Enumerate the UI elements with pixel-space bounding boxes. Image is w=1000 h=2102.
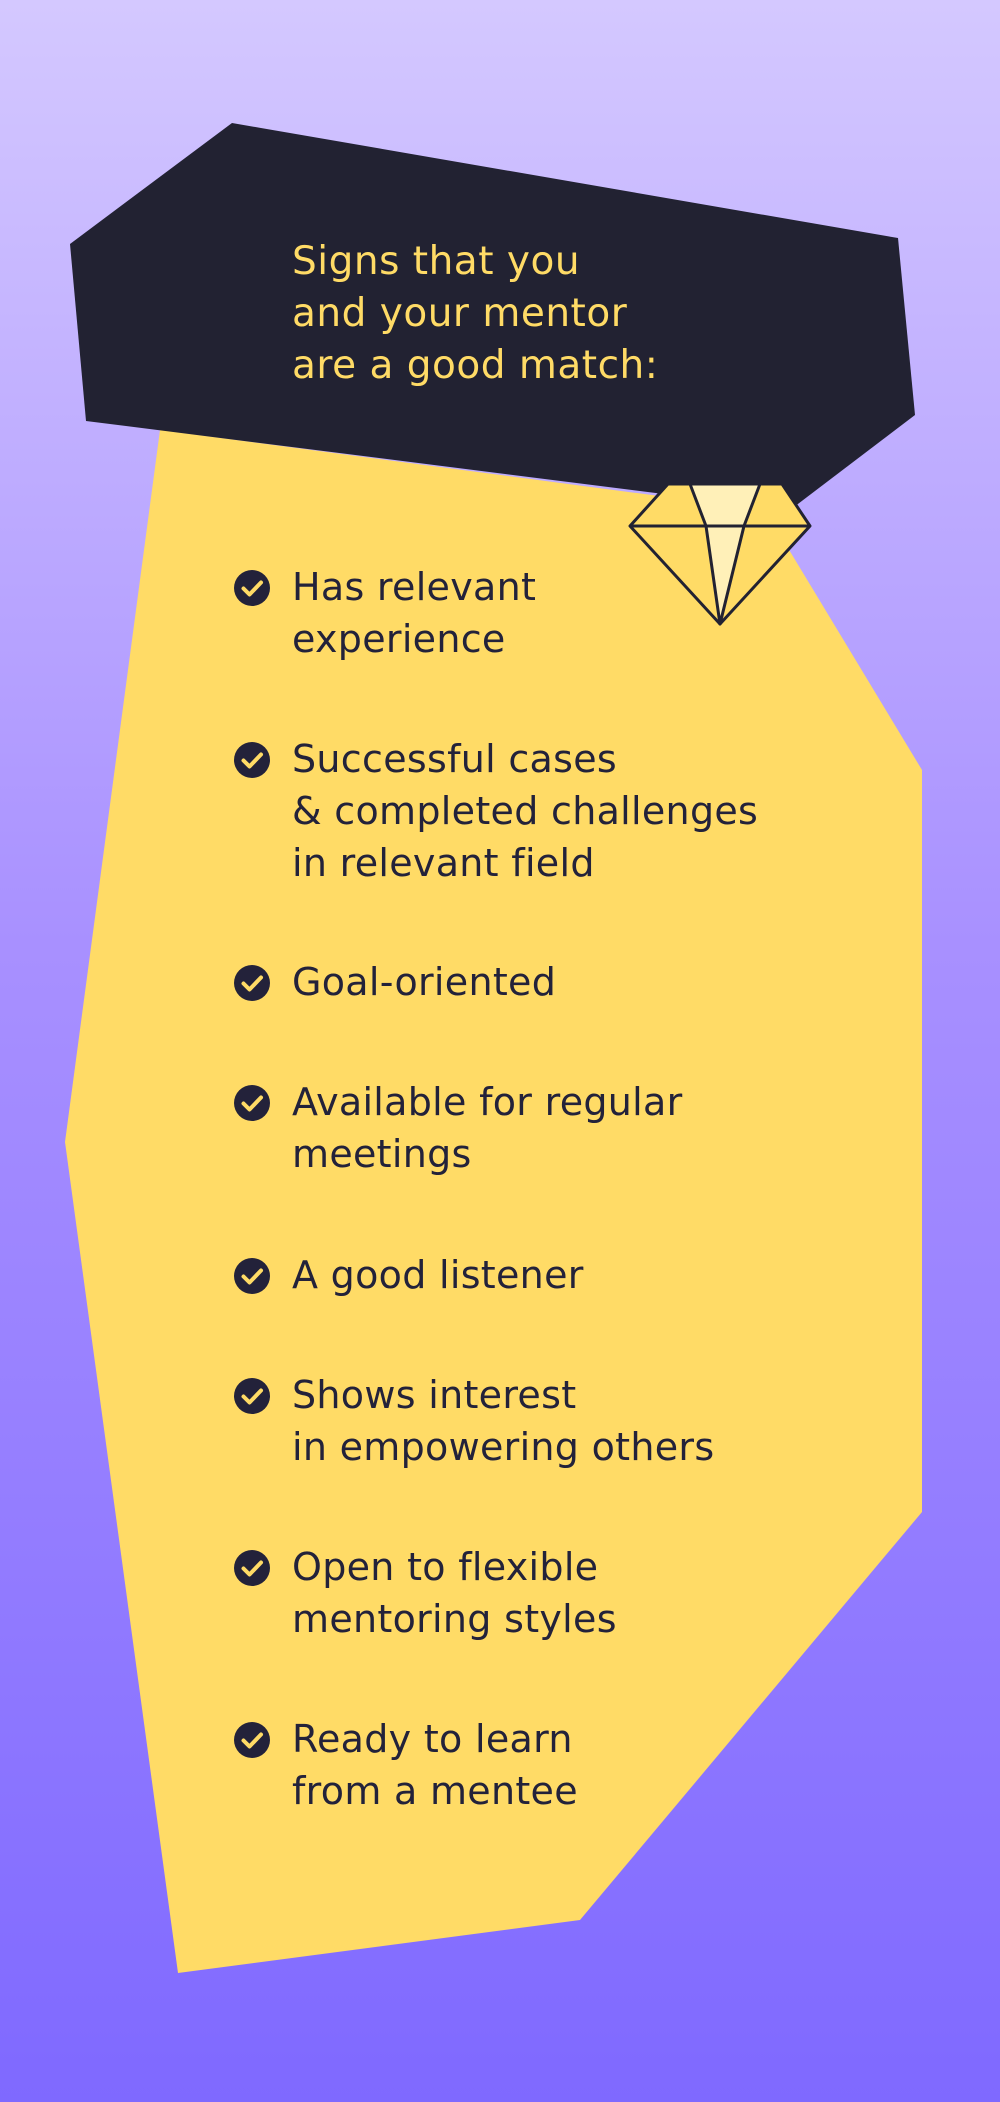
check-circle-icon bbox=[234, 1085, 270, 1121]
item-text: Goal-oriented bbox=[292, 956, 556, 1008]
item-line: Shows interest bbox=[292, 1373, 577, 1417]
item-text: Successful cases & completed challenges … bbox=[292, 733, 758, 889]
item-line: experience bbox=[292, 617, 506, 661]
item-text: A good listener bbox=[292, 1249, 584, 1301]
page-heading: Signs that you and your mentor are a goo… bbox=[292, 236, 712, 392]
diamond-icon bbox=[628, 482, 812, 626]
item-line: from a mentee bbox=[292, 1769, 578, 1813]
item-line: Available for regular bbox=[292, 1080, 683, 1124]
item-line: Has relevant bbox=[292, 565, 537, 609]
item-line: in empowering others bbox=[292, 1425, 715, 1469]
item-text: Open to flexible mentoring styles bbox=[292, 1541, 617, 1645]
item-line: Open to flexible bbox=[292, 1545, 599, 1589]
heading-line-1: Signs that you bbox=[292, 239, 581, 284]
dark-banner bbox=[70, 123, 915, 510]
item-text: Shows interest in empowering others bbox=[292, 1369, 714, 1473]
item-line: Ready to learn bbox=[292, 1717, 573, 1761]
item-text: Ready to learn from a mentee bbox=[292, 1713, 578, 1817]
check-circle-icon bbox=[234, 1378, 270, 1414]
item-text: Available for regular meetings bbox=[292, 1076, 683, 1180]
item-line: Goal-oriented bbox=[292, 960, 557, 1004]
check-circle-icon bbox=[234, 1258, 270, 1294]
heading-line-2: and your mentor bbox=[292, 291, 628, 336]
yellow-panel bbox=[65, 430, 922, 1973]
item-line: Successful cases bbox=[292, 737, 618, 781]
item-line: mentoring styles bbox=[292, 1597, 617, 1641]
item-line: A good listener bbox=[292, 1253, 584, 1297]
check-circle-icon bbox=[234, 742, 270, 778]
item-line: & completed challenges bbox=[292, 789, 759, 833]
check-circle-icon bbox=[234, 1722, 270, 1758]
item-text: Has relevant experience bbox=[292, 561, 536, 665]
item-line: meetings bbox=[292, 1132, 472, 1176]
check-circle-icon bbox=[234, 570, 270, 606]
check-circle-icon bbox=[234, 965, 270, 1001]
check-circle-icon bbox=[234, 1550, 270, 1586]
heading-line-3: are a good match: bbox=[292, 343, 659, 388]
item-line: in relevant field bbox=[292, 841, 595, 885]
